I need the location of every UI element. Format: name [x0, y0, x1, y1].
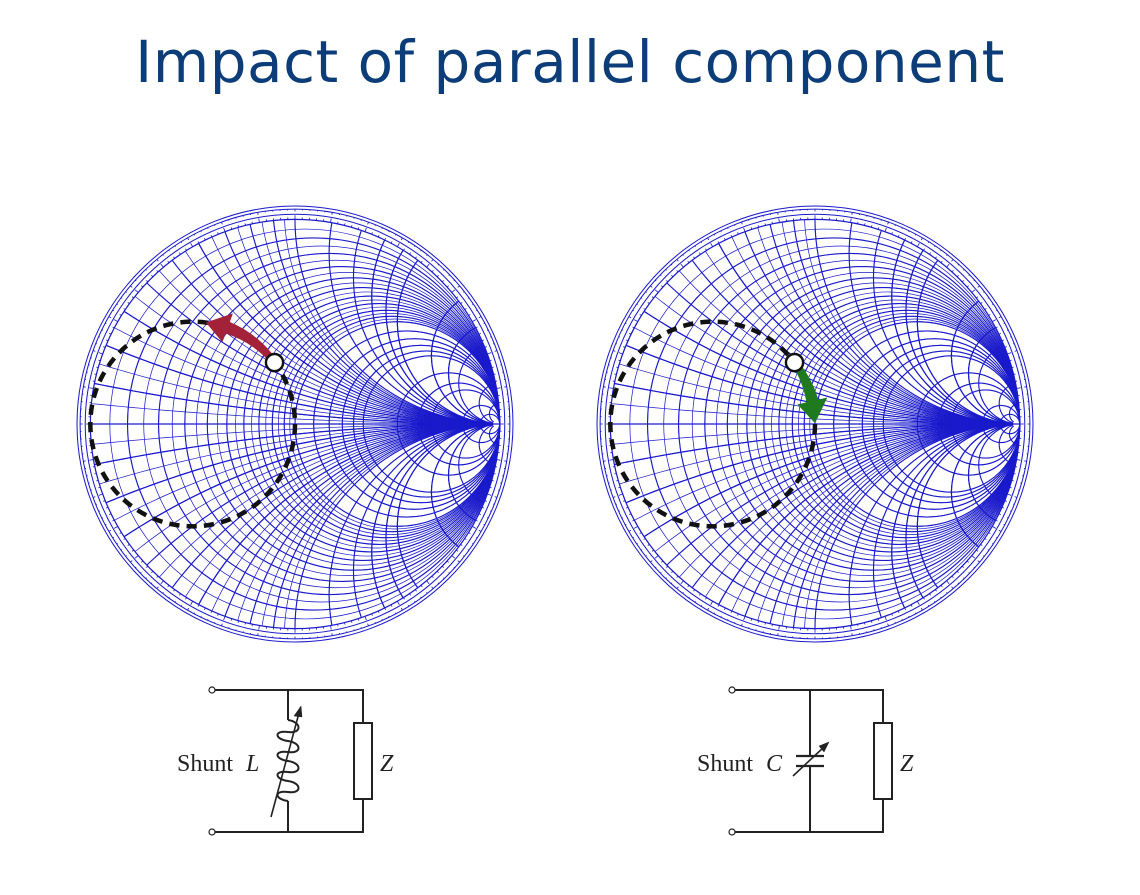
- load-impedance: [873, 722, 893, 800]
- shunt-inductor-circuit: Shunt L Z: [177, 686, 394, 836]
- load-label: Z: [380, 751, 394, 777]
- load-label: Z: [900, 751, 914, 777]
- load-impedance: [353, 722, 373, 800]
- capacitor-arrow: [791, 360, 828, 424]
- circuit-wiring: [728, 686, 884, 836]
- shunt-capacitor-circuit: Shunt C Z: [697, 686, 914, 836]
- shunt-label: Shunt: [697, 751, 753, 777]
- component-symbol: C: [766, 751, 783, 777]
- capacitor-plates: [796, 754, 824, 768]
- smith-chart-scale-rings: [596, 205, 1034, 643]
- inductor-arrow: [205, 313, 278, 365]
- smith-chart-grid: [89, 218, 501, 630]
- variable-arrow-icon: [270, 705, 303, 818]
- start-point-marker: [784, 352, 805, 373]
- smith-chart-left: [76, 205, 514, 643]
- circuit-wiring: [208, 686, 364, 836]
- smith-chart-right: [596, 205, 1034, 643]
- smith-chart-scale-rings: [76, 205, 514, 643]
- variable-arrow-icon: [792, 741, 830, 777]
- slide-title: Impact of parallel component: [135, 28, 1005, 96]
- start-point-marker: [264, 352, 285, 373]
- component-symbol: L: [245, 751, 259, 777]
- shunt-label: Shunt: [177, 751, 233, 777]
- constant-conductance-locus: [88, 319, 298, 529]
- inductor-coil: [276, 719, 300, 802]
- constant-conductance-locus: [608, 319, 818, 529]
- smith-chart-grid: [609, 218, 1021, 630]
